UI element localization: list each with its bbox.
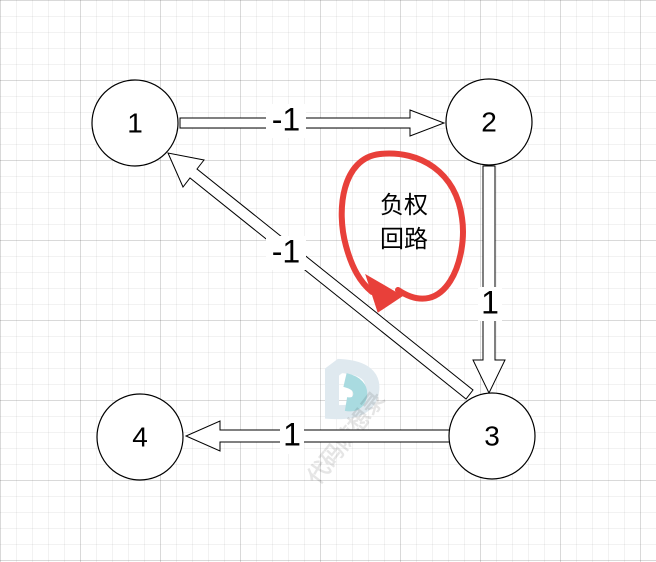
note-text-line2: 回路 [380, 225, 428, 253]
edge-weight-3-1: -1 [272, 233, 300, 269]
node-4-label: 4 [132, 421, 148, 452]
node-2-label: 2 [481, 106, 497, 137]
node-4: 4 [96, 393, 184, 481]
edge-1-2-arrow [179, 109, 446, 137]
cycle-loop-arrow [338, 150, 466, 302]
edge-weight-3-4: 1 [283, 416, 301, 452]
edge-2-3-arrow [472, 165, 506, 395]
edge-labels: -1 1 -1 1 [266, 101, 502, 454]
edges [167, 109, 506, 452]
edge-weight-1-2: -1 [272, 101, 300, 137]
edge-label-bg [280, 420, 304, 454]
node-3: 3 [448, 392, 536, 480]
edge-3-1-arrow [167, 152, 474, 400]
nodes: 1 2 3 4 [91, 78, 536, 481]
d-logo-accent [343, 373, 368, 412]
edge-label-bg [478, 287, 502, 321]
node-2-circle [445, 78, 533, 166]
node-3-label: 3 [484, 420, 500, 451]
edge-3-4-arrow [184, 420, 453, 452]
edge-weight-2-3: 1 [481, 284, 499, 320]
edge-label-bg [266, 104, 306, 138]
node-3-circle [448, 392, 536, 480]
node-1: 1 [91, 79, 179, 167]
node-4-circle [96, 393, 184, 481]
d-logo-icon [325, 358, 380, 420]
watermark: 代码随想录 [302, 358, 390, 490]
node-1-label: 1 [127, 107, 143, 138]
node-1-circle [91, 79, 179, 167]
note-text-line1: 负权 [380, 191, 428, 219]
cycle-arrowhead-icon [365, 273, 403, 313]
negative-cycle-annotation: 负权 回路 [338, 150, 466, 313]
node-2: 2 [445, 78, 533, 166]
edge-label-bg [266, 236, 306, 270]
